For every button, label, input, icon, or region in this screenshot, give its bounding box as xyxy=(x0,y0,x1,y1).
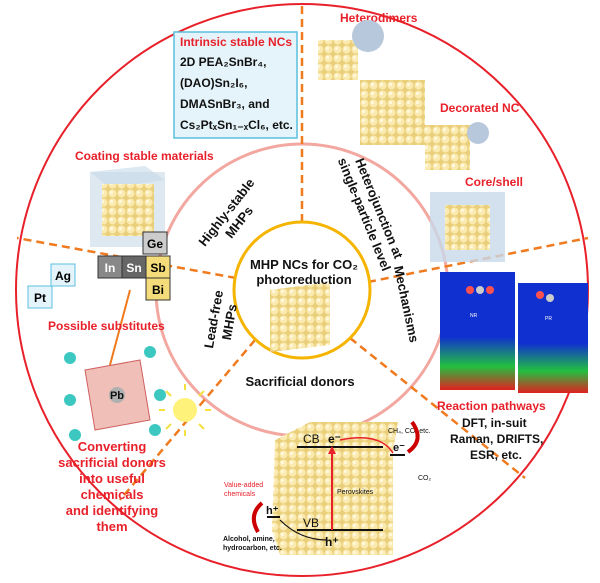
perovskite-structure: Pb xyxy=(64,346,166,441)
core-shell-label: Core/shell xyxy=(465,175,523,189)
svg-text:chemicals: chemicals xyxy=(224,491,256,498)
center-cube xyxy=(270,282,330,352)
intrinsic-stable-box: Intrinsic stable NCs 2D PEA₂SnBr₄, (DAO)… xyxy=(173,31,298,139)
svg-text:Pt: Pt xyxy=(34,291,46,305)
reaction-methods-line1: DFT, in-suit xyxy=(462,416,527,430)
svg-text:chemicals: chemicals xyxy=(81,487,144,502)
element-tiles: Ge In Sn Sb Bi Ag Pt xyxy=(27,231,171,309)
svg-text:CO₂: CO₂ xyxy=(418,475,432,482)
svg-text:In: In xyxy=(105,261,116,275)
svg-text:them: them xyxy=(96,519,127,534)
svg-text:CB: CB xyxy=(303,432,320,446)
svg-text:Pb: Pb xyxy=(110,390,124,402)
svg-text:e⁻: e⁻ xyxy=(393,442,405,454)
svg-text:Perovskites: Perovskites xyxy=(337,489,374,496)
svg-text:Cs₂PtₓSn₁₋ₓCl₆, etc.: Cs₂PtₓSn₁₋ₓCl₆, etc. xyxy=(180,118,293,132)
svg-text:Intrinsic stable NCs: Intrinsic stable NCs xyxy=(180,35,292,49)
reaction-methods-line2: Raman, DRIFTS, xyxy=(450,432,543,446)
converting-text: Converting sacrificial donors into usefu… xyxy=(58,439,166,534)
sun-icon xyxy=(159,384,211,436)
svg-text:Ge: Ge xyxy=(147,237,163,251)
svg-text:Ag: Ag xyxy=(55,269,71,283)
svg-text:into useful: into useful xyxy=(79,471,145,486)
svg-text:h⁺: h⁺ xyxy=(266,505,279,517)
svg-text:and identifying: and identifying xyxy=(66,503,159,518)
center-title-line1: MHP NCs for CO₂ xyxy=(250,257,358,272)
svg-text:2D PEA₂SnBr₄,: 2D PEA₂SnBr₄, xyxy=(180,55,266,69)
decorated-nc-label: Decorated NC xyxy=(440,101,520,115)
reaction-pathways-label: Reaction pathways xyxy=(437,399,546,413)
svg-text:Sn: Sn xyxy=(126,261,141,275)
svg-text:e⁻: e⁻ xyxy=(328,432,341,446)
svg-text:Converting: Converting xyxy=(78,439,147,454)
svg-text:Bi: Bi xyxy=(152,283,164,297)
svg-text:VB: VB xyxy=(303,516,319,530)
svg-text:NR: NR xyxy=(470,313,478,319)
svg-text:MHPs: MHPs xyxy=(219,303,240,341)
center-title-line2: photoreduction xyxy=(256,272,351,287)
svg-text:h⁺: h⁺ xyxy=(325,535,339,549)
svg-text:DMASnBr₃, and: DMASnBr₃, and xyxy=(180,97,270,111)
possible-substitutes-label: Possible substitutes xyxy=(48,319,165,333)
svg-text:sacrificial donors: sacrificial donors xyxy=(58,455,166,470)
svg-text:hydrocarbon, etc.: hydrocarbon, etc. xyxy=(223,545,282,552)
charge-density-maps: NR PR xyxy=(440,272,588,393)
label-sacrificial-donors: Sacrificial donors xyxy=(245,374,354,389)
svg-text:Alcohol, amine,: Alcohol, amine, xyxy=(223,536,275,543)
reaction-methods-line3: ESR, etc. xyxy=(470,448,522,462)
svg-text:Sb: Sb xyxy=(150,261,165,275)
decorated-nc-image xyxy=(425,122,489,170)
svg-text:Value-added: Value-added xyxy=(224,482,263,489)
heterodimer-image xyxy=(318,20,384,80)
core-shell-image xyxy=(430,192,505,262)
svg-text:(DAO)Sn₂I₆,: (DAO)Sn₂I₆, xyxy=(180,76,247,90)
svg-text:CH₄, CO, etc.: CH₄, CO, etc. xyxy=(388,428,431,435)
large-cube-image xyxy=(360,80,425,145)
coating-label: Coating stable materials xyxy=(75,149,214,163)
substitute-arrow xyxy=(109,289,131,366)
label-mechanisms: Mechanisms xyxy=(391,264,422,343)
band-diagram: CB e⁻ e⁻ VB h⁺ h⁺ Perovskites CH₄, CO, e… xyxy=(223,420,432,555)
svg-text:PR: PR xyxy=(545,316,552,322)
heterodimers-label: Heterodimers xyxy=(340,11,418,25)
